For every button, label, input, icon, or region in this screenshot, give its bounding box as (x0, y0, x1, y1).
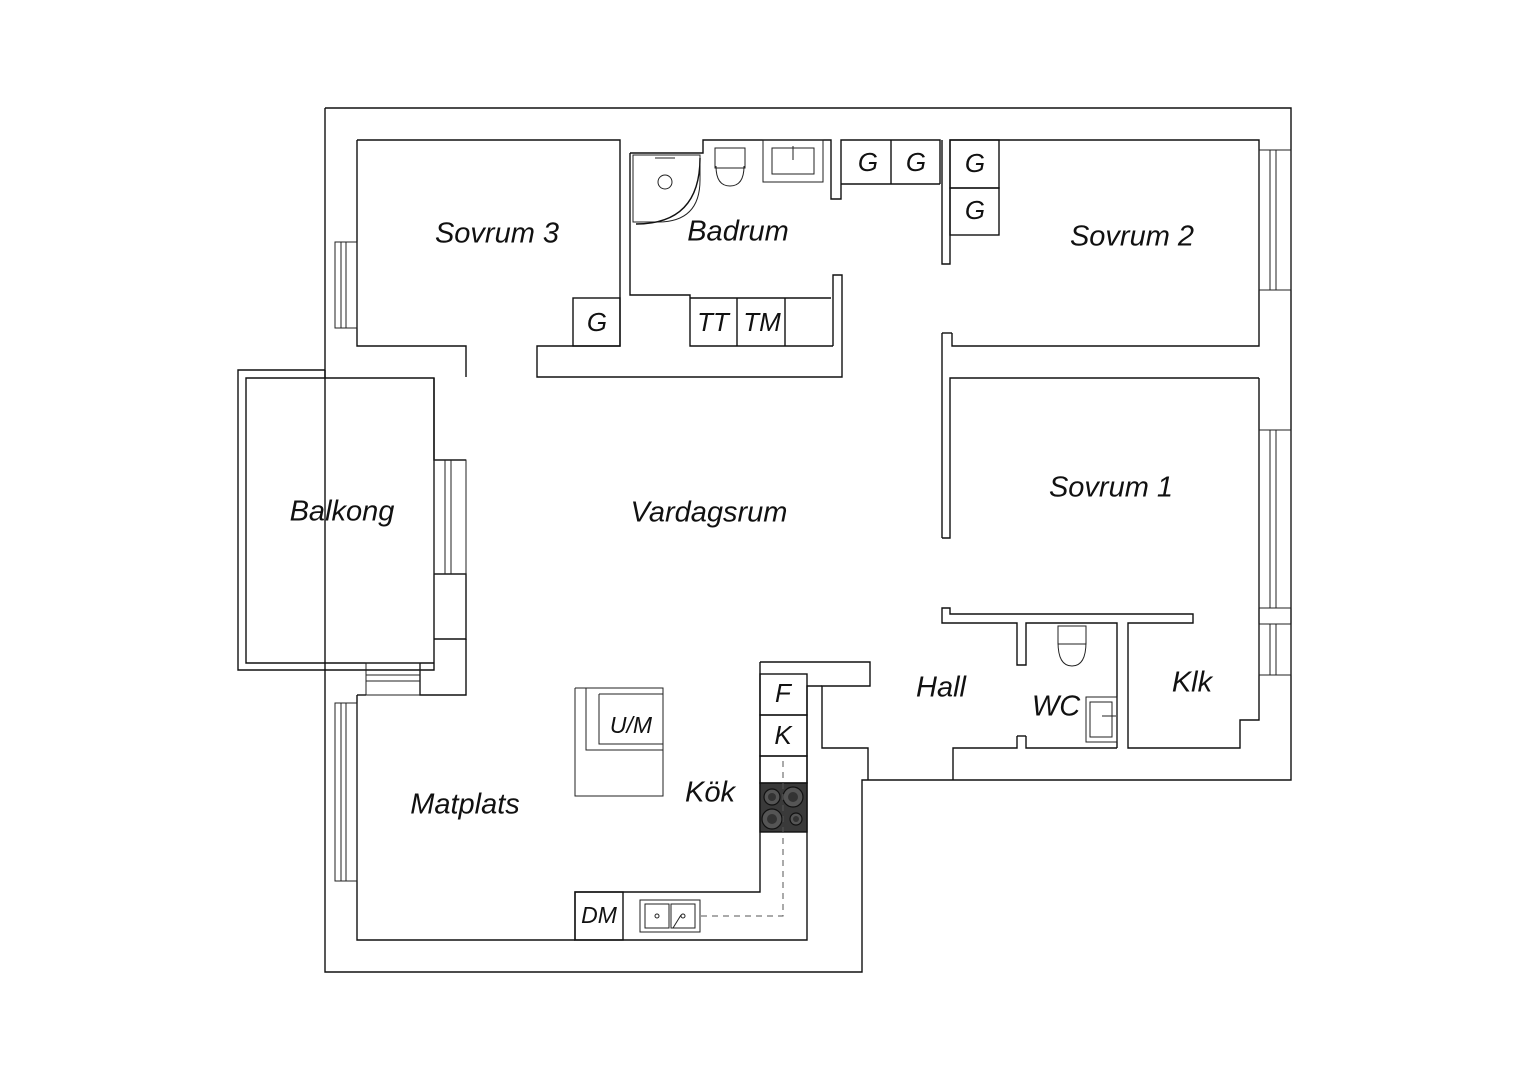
sink-badrum (762, 139, 824, 183)
label-balkong: Balkong (290, 496, 395, 528)
sink-wc (1085, 696, 1118, 743)
kitchen-sink (639, 899, 701, 933)
window-east-middle (1258, 429, 1292, 609)
window-east-lower (1258, 623, 1292, 676)
label-sovrum-3: Sovrum 3 (435, 218, 559, 250)
label-freezer: K (774, 720, 793, 750)
window-east-top (1258, 149, 1292, 291)
wardrobes-hall-top (841, 140, 940, 185)
outer-walls (324, 107, 1292, 973)
sovrum-2-walls (941, 139, 1260, 539)
wc-walls (952, 625, 1118, 780)
label-badrum: Badrum (687, 216, 789, 248)
label-kok: Kök (685, 777, 736, 809)
label-wardrobe: G (965, 195, 985, 225)
badrum-walls (629, 139, 941, 347)
sovrum-1-walls (941, 378, 1260, 749)
label-hall: Hall (916, 672, 968, 704)
balkong (237, 369, 575, 941)
label-washing-machine: TM (743, 307, 781, 337)
label-sovrum-1: Sovrum 1 (1049, 472, 1173, 504)
label-fridge: F (775, 678, 793, 708)
label-vardagsrum: Vardagsrum (631, 497, 788, 529)
sovrum-3-walls (356, 139, 843, 378)
label-tumble-dryer: TT (697, 307, 731, 337)
toilet-wc (1057, 625, 1087, 645)
label-dishwasher: DM (581, 902, 618, 928)
label-wardrobe: G (858, 147, 878, 177)
toilet-badrum (714, 147, 746, 169)
label-matplats: Matplats (410, 789, 520, 821)
window-balkong-south (365, 662, 421, 696)
window-west-upper (334, 241, 358, 329)
label-oven-microwave: U/M (610, 712, 653, 738)
label-wardrobe: G (965, 148, 985, 178)
window-west-lower (334, 702, 358, 882)
label-klk: Klk (1172, 667, 1214, 699)
label-wc: WC (1032, 691, 1081, 723)
wardrobe-sovrum2-b (949, 187, 1000, 236)
kitchen (574, 662, 822, 941)
wardrobe-sovrum3 (572, 297, 621, 347)
label-wardrobe: G (587, 307, 607, 337)
dishwasher (574, 891, 624, 941)
label-sovrum-2: Sovrum 2 (1070, 221, 1194, 253)
label-wardrobe: G (906, 147, 926, 177)
window-balkong-door (433, 459, 467, 575)
